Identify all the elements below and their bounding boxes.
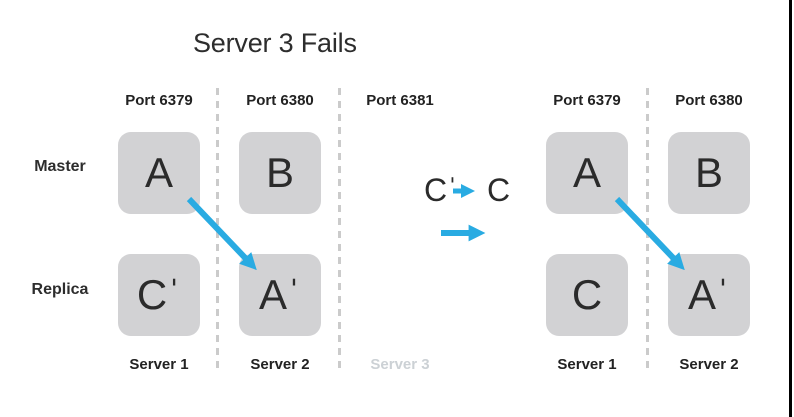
node-after-replica-c: C (546, 254, 628, 336)
after-port-6380-label: Port 6380 (675, 92, 743, 109)
node-label: B (694, 149, 723, 196)
node-before-master-b: B (239, 132, 321, 214)
node-label: C (571, 271, 603, 318)
before-server-1-label: Server 1 (129, 356, 189, 373)
node-label: Aˈ (259, 271, 301, 318)
master-row-label: Master (34, 158, 86, 175)
replica-row-label: Replica (31, 281, 89, 298)
after-server-1-label: Server 1 (557, 356, 617, 373)
node-label: B (265, 149, 294, 196)
frame-right-border (789, 0, 792, 417)
before-port-6379-label: Port 6379 (125, 92, 193, 109)
before-divider-2 (338, 88, 341, 373)
node-after-master-a: A (546, 132, 628, 214)
node-before-master-a: A (118, 132, 200, 214)
transition-to-label: C (487, 172, 511, 208)
node-label: Aˈ (688, 271, 730, 318)
before-server-2-label: Server 2 (250, 356, 310, 373)
diagram-title: Server 3 Fails (193, 28, 357, 58)
before-server-3-failed-label: Server 3 (370, 356, 430, 373)
before-port-6380-label: Port 6380 (246, 92, 314, 109)
node-before-replica-c-prime: Cˈ (118, 254, 200, 336)
node-label: A (572, 149, 601, 196)
node-before-replica-a-prime: Aˈ (239, 254, 321, 336)
before-divider-1 (216, 88, 219, 373)
after-port-6379-label: Port 6379 (553, 92, 621, 109)
after-divider-1 (646, 88, 649, 373)
after-server-2-label: Server 2 (679, 356, 739, 373)
transition-from-label: Cˈ (424, 172, 458, 208)
node-label: Cˈ (136, 271, 182, 318)
node-after-replica-a-prime: Aˈ (668, 254, 750, 336)
node-label: A (144, 149, 173, 196)
node-after-master-b: B (668, 132, 750, 214)
before-port-6381-label: Port 6381 (366, 92, 434, 109)
